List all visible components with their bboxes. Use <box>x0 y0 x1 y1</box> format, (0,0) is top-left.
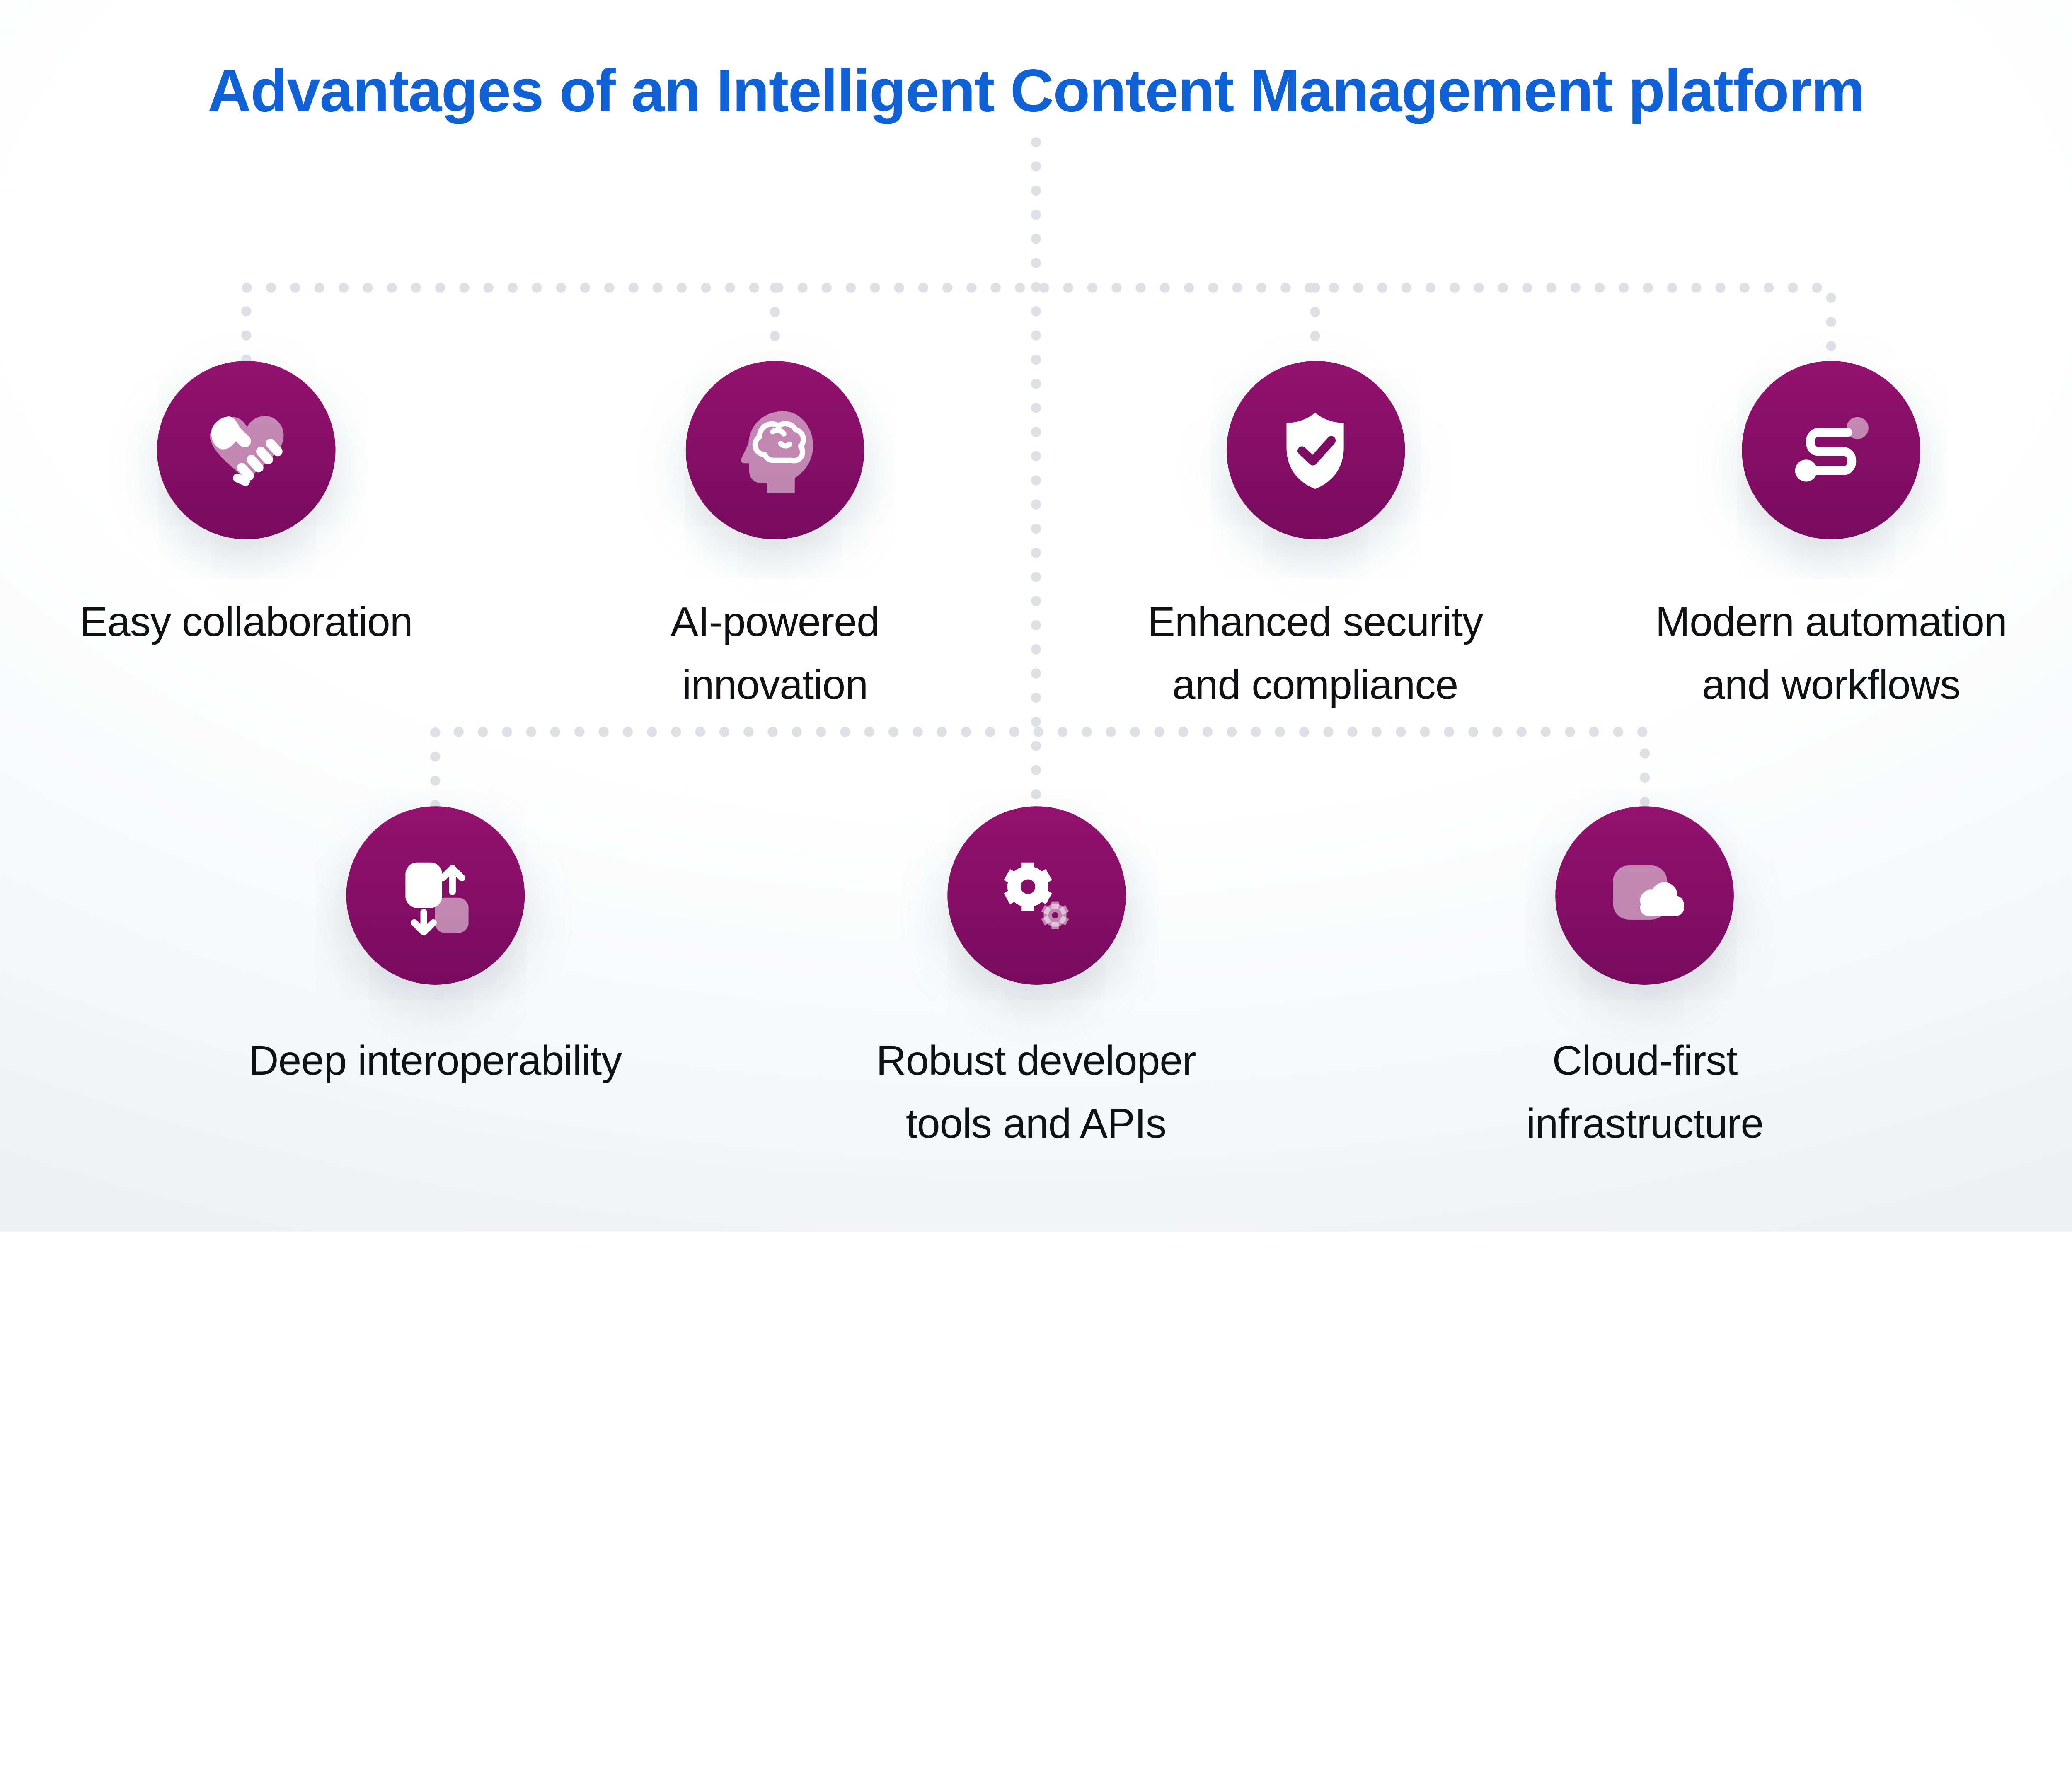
feature-circle <box>157 361 336 539</box>
feature-node-enhanced-security: Enhanced security and compliance <box>1060 361 1570 716</box>
feature-node-robust-developer-tools: Robust developer tools and APIs <box>781 806 1291 1155</box>
dotted-connector-row1 <box>241 283 1836 365</box>
workflow-icon <box>1794 416 1868 481</box>
feature-label: Easy collaboration <box>80 598 413 645</box>
feature-label: Enhanced security and compliance <box>1147 598 1483 708</box>
feature-circle <box>685 361 864 539</box>
page-title: Advantages of an Intelligent Content Man… <box>207 56 1865 125</box>
feature-label: Cloud-first infrastructure <box>1526 1037 1764 1147</box>
handshake-heart-icon <box>209 415 283 486</box>
feature-label: Deep interoperability <box>249 1037 622 1084</box>
dotted-connectors <box>241 137 1836 810</box>
feature-node-deep-interoperability: Deep interoperability <box>180 806 690 1092</box>
feature-circle <box>346 806 525 985</box>
feature-label: AI-powered innovation <box>670 598 880 708</box>
feature-circle <box>946 806 1126 985</box>
gears-icon <box>1004 862 1069 929</box>
dotted-connector-row2 <box>430 727 1650 810</box>
feature-node-cloud-first: Cloud-first infrastructure <box>1390 806 1900 1155</box>
cloud-icon <box>1612 865 1684 919</box>
feature-node-ai-powered-innovation: AI-powered innovation <box>520 361 1030 716</box>
feature-circle <box>1226 361 1404 539</box>
interoperability-icon <box>406 862 469 935</box>
feature-node-easy-collaboration: Easy collaboration <box>0 361 501 653</box>
feature-circle <box>1555 806 1734 985</box>
feature-label: Modern automation and workflows <box>1655 598 2007 708</box>
feature-label: Robust developer tools and APIs <box>876 1037 1196 1147</box>
feature-node-modern-automation: Modern automation and workflows <box>1576 361 2072 716</box>
head-brain-icon <box>740 410 813 493</box>
feature-circle <box>1742 361 1921 539</box>
shield-check-icon <box>1286 412 1344 488</box>
infographic-canvas: Advantages of an Intelligent Content Man… <box>0 0 2072 1232</box>
